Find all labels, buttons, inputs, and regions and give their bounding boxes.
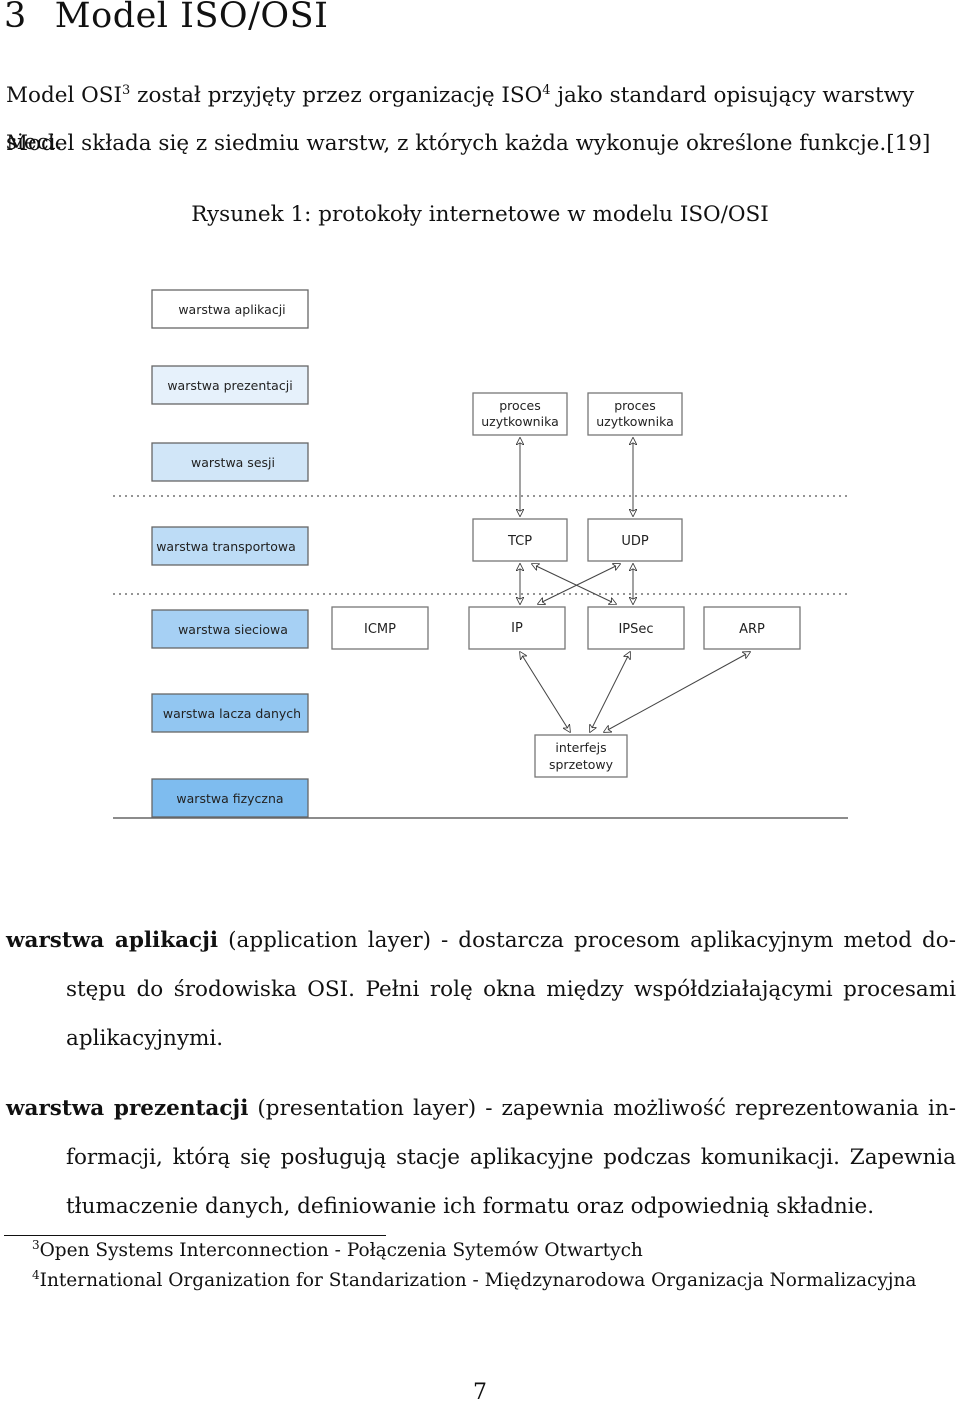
interface-label: interfejs — [555, 740, 606, 755]
layer-label: warstwa sesji — [191, 455, 275, 470]
footnote-text: International Organization for Standariz… — [39, 1270, 917, 1291]
interface-label: sprzetowy — [549, 757, 614, 772]
footnote-4: 4International Organization for Standari… — [32, 1267, 917, 1291]
footnote-mark: 3 — [32, 1237, 40, 1252]
definition-line: warstwa aplikacji (application layer) - … — [6, 916, 956, 965]
layer-box-datalink: warstwa lacza danych — [151, 693, 309, 733]
figure-caption: Rysunek 1: protokoły internetowe w model… — [191, 202, 769, 227]
layer-label: warstwa sieciowa — [178, 622, 288, 637]
osi-diagram: warstwa aplikacji warstwa prezentacji wa… — [113, 289, 848, 819]
ip-label: IP — [511, 621, 523, 636]
definition-line: tłumaczenie danych, definiowanie ich for… — [66, 1194, 875, 1219]
section-number: 3 — [4, 0, 27, 36]
process-label: proces — [499, 398, 541, 413]
footnote-3: 3Open Systems Interconnection - Połączen… — [32, 1237, 643, 1261]
arrow-tcp-ipsec — [532, 564, 616, 604]
layer-box-physical: warstwa fizyczna — [151, 778, 309, 818]
definition-presentation-layer: warstwa prezentacji (presentation layer)… — [6, 1084, 956, 1231]
section-title: Model ISO/OSI — [54, 0, 329, 36]
definition-line: stępu do środowiska OSI. Pełni rolę okna… — [66, 977, 956, 1002]
footnote-mark: 4 — [32, 1267, 40, 1282]
layer-box-session: warstwa sesji — [151, 442, 309, 482]
layer-label: warstwa transportowa — [156, 539, 296, 554]
tcp-box: TCP — [472, 518, 568, 562]
arrow-ipsec-interface — [590, 652, 630, 732]
tcp-label: TCP — [507, 534, 532, 549]
udp-box: UDP — [587, 518, 683, 562]
arrow-arp-interface — [604, 652, 750, 732]
definition-text: (application layer) - dostarcza procesom… — [228, 928, 957, 953]
intro-text: został przyjęty przez organizację ISO — [130, 83, 543, 108]
process-label: proces — [614, 398, 656, 413]
footnote-ref-4[interactable]: 4 — [542, 82, 551, 98]
arrow-udp-ip — [538, 564, 620, 604]
layer-label: warstwa fizyczna — [176, 791, 283, 806]
section-heading: 3 Model ISO/OSI — [4, 0, 328, 36]
hardware-interface-box: interfejs sprzetowy — [534, 734, 628, 778]
arp-box: ARP — [703, 606, 801, 650]
definition-term: warstwa aplikacji — [6, 928, 219, 953]
layer-label: warstwa lacza danych — [163, 706, 301, 721]
intro-line-1: Model OSI3 został przyjęty przez organiz… — [6, 72, 960, 166]
udp-label: UDP — [621, 534, 649, 549]
process-label: uzytkownika — [596, 414, 674, 429]
icmp-label: ICMP — [364, 622, 396, 637]
arp-label: ARP — [739, 622, 765, 637]
layer-box-application: warstwa aplikacji — [151, 289, 309, 329]
layer-label: warstwa aplikacji — [178, 302, 285, 317]
layer-box-transport: warstwa transportowa — [151, 526, 309, 566]
page-number: 7 — [473, 1380, 487, 1405]
definition-text: (presentation layer) - zapewnia możliwoś… — [257, 1096, 956, 1121]
layer-box-network: warstwa sieciowa — [151, 609, 309, 649]
process-label: uzytkownika — [481, 414, 559, 429]
footnote-text: Open Systems Interconnection - Połączeni… — [39, 1240, 643, 1261]
ipsec-label: IPSec — [618, 622, 653, 637]
definition-line: formacji, którą się posługują stacje apl… — [66, 1145, 956, 1170]
layer-box-presentation: warstwa prezentacji — [151, 365, 309, 405]
process-box-right: proces uzytkownika — [587, 392, 683, 436]
footnote-ref-3[interactable]: 3 — [122, 82, 131, 98]
arrow-ip-interface — [520, 652, 570, 732]
intro-text: jako standard opisujący warstwy sieci. — [6, 83, 915, 155]
ip-box: IP — [468, 606, 566, 650]
definition-line: aplikacyjnymi. — [66, 1026, 224, 1051]
footnote-rule — [4, 1235, 386, 1236]
intro-line-2: Model składa się z siedmiu warstw, z któ… — [6, 131, 931, 156]
definition-application-layer: warstwa aplikacji (application layer) - … — [6, 916, 956, 1063]
icmp-box: ICMP — [331, 606, 429, 650]
intro-text: Model OSI — [6, 83, 123, 108]
layer-label: warstwa prezentacji — [167, 378, 292, 393]
definition-line: warstwa prezentacji (presentation layer)… — [6, 1084, 956, 1133]
process-box-left: proces uzytkownika — [472, 392, 568, 436]
ipsec-box: IPSec — [587, 606, 685, 650]
definition-term: warstwa prezentacji — [6, 1096, 249, 1121]
